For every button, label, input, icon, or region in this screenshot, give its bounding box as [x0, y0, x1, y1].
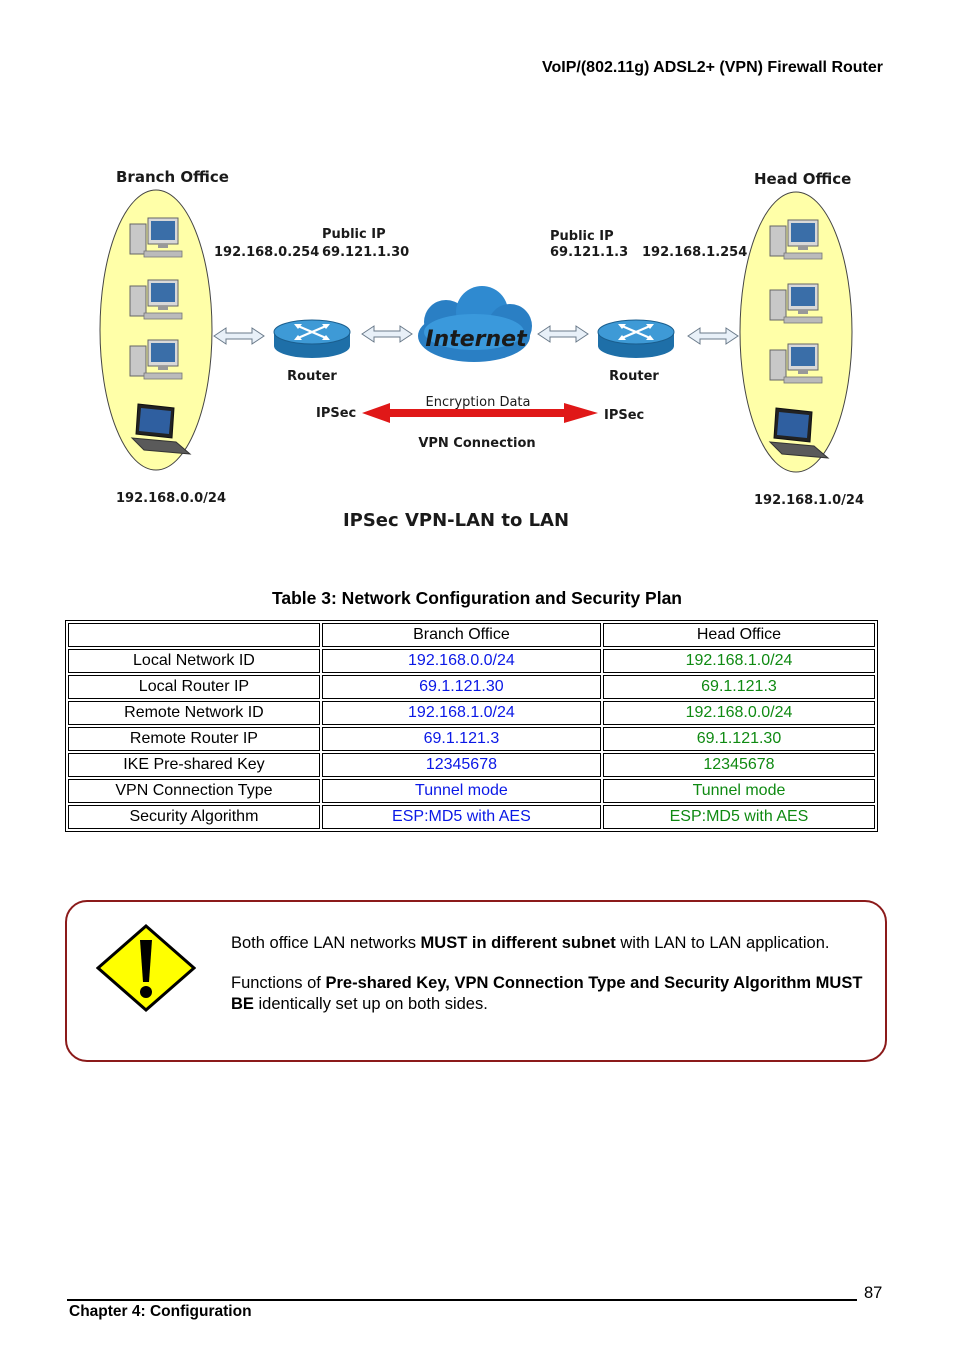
head-value: 12345678 [602, 753, 875, 777]
header-cell: Branch Office [321, 623, 601, 647]
branch-lan-arrow-icon [213, 327, 265, 345]
head-value: 192.168.0.0/24 [602, 701, 875, 725]
vpn-network-diagram: Internet Branch Office Head Office 192.1… [90, 160, 870, 550]
note-text: Both office LAN networks MUST in differe… [231, 933, 881, 1034]
branch-value: ESP:MD5 with AES [321, 805, 601, 829]
table-row: IKE Pre-shared Key 12345678 12345678 [68, 753, 875, 777]
row-label: Local Router IP [68, 675, 320, 699]
table-row: VPN Connection Type Tunnel mode Tunnel m… [68, 779, 875, 803]
head-public-ip: 69.121.1.3 [550, 245, 628, 260]
header-cell: Head Office [602, 623, 875, 647]
head-pc-1-icon [769, 219, 823, 260]
branch-router-label: Router [287, 369, 337, 384]
head-internet-arrow-icon [537, 325, 589, 343]
diagram-title: IPSec VPN-LAN to LAN [343, 510, 569, 531]
head-office-label: Head Office [754, 170, 851, 188]
branch-office-label: Branch Office [116, 168, 229, 186]
encryption-arrow-icon [362, 403, 598, 423]
note-box [65, 900, 887, 1062]
branch-value: 12345678 [321, 753, 601, 777]
head-lan-ip: 192.168.1.254 [642, 245, 747, 260]
branch-pc-1-icon [129, 217, 183, 258]
branch-value: 192.168.0.0/24 [321, 649, 601, 673]
branch-value: 192.168.1.0/24 [321, 701, 601, 725]
branch-internet-arrow-icon [361, 325, 413, 343]
note-bold-run: MUST in different subnet [420, 934, 616, 952]
encryption-data-label: Encryption Data [426, 395, 531, 410]
header-cell [68, 623, 320, 647]
head-public-ip-label: Public IP [550, 229, 614, 244]
branch-value: Tunnel mode [321, 779, 601, 803]
head-value: 69.1.121.30 [602, 727, 875, 751]
table-header-row: Branch Office Head Office [68, 623, 875, 647]
row-label: VPN Connection Type [68, 779, 320, 803]
note-paragraph-1: Both office LAN networks MUST in differe… [231, 933, 881, 954]
note-text-run: with LAN to LAN application. [615, 934, 830, 952]
network-config-table: Branch Office Head Office Local Network … [65, 620, 878, 832]
branch-ipsec-label: IPSec [316, 406, 356, 421]
branch-value: 69.1.121.3 [321, 727, 601, 751]
branch-router-icon [272, 318, 352, 360]
row-label: Security Algorithm [68, 805, 320, 829]
row-label: Local Network ID [68, 649, 320, 673]
table-row: Remote Router IP 69.1.121.3 69.1.121.30 [68, 727, 875, 751]
footer-divider [67, 1299, 857, 1301]
note-bold-run: Pre-shared Key, VPN Connection Type and … [231, 974, 863, 1013]
head-router-icon [596, 318, 676, 360]
table-row: Security Algorithm ESP:MD5 with AES ESP:… [68, 805, 875, 829]
row-label: IKE Pre-shared Key [68, 753, 320, 777]
row-label: Remote Router IP [68, 727, 320, 751]
head-router-label: Router [609, 369, 659, 384]
branch-value: 69.1.121.30 [321, 675, 601, 699]
branch-network-label: 192.168.0.0/24 [116, 491, 226, 506]
branch-public-ip: 69.121.1.30 [322, 245, 409, 260]
head-value: 192.168.1.0/24 [602, 649, 875, 673]
internet-cloud-icon [418, 286, 532, 362]
head-pc-2-icon [769, 283, 823, 324]
table-row: Local Network ID 192.168.0.0/24 192.168.… [68, 649, 875, 673]
head-ipsec-label: IPSec [604, 408, 644, 423]
footer-chapter: Chapter 4: Configuration [69, 1303, 252, 1320]
note-text-run: identically set up on both sides. [253, 995, 488, 1013]
note-text-run: Both office LAN networks [231, 934, 421, 952]
branch-pc-2-icon [129, 279, 183, 320]
table-caption: Table 3: Network Configuration and Secur… [271, 588, 682, 608]
branch-pc-3-icon [129, 339, 183, 380]
head-lan-arrow-icon [687, 327, 739, 345]
table-row: Local Router IP 69.1.121.30 69.1.121.3 [68, 675, 875, 699]
internet-label: Internet [425, 327, 528, 352]
vpn-connection-label: VPN Connection [418, 436, 535, 451]
head-network-label: 192.168.1.0/24 [754, 493, 864, 508]
table-row: Remote Network ID 192.168.1.0/24 192.168… [68, 701, 875, 725]
row-label: Remote Network ID [68, 701, 320, 725]
head-value: Tunnel mode [602, 779, 875, 803]
head-pc-3-icon [769, 343, 823, 384]
branch-lan-ip: 192.168.0.254 [214, 245, 319, 260]
note-text-run: Functions of [231, 974, 326, 992]
warning-icon [95, 924, 197, 1012]
page-number: 87 [864, 1284, 883, 1302]
head-value: ESP:MD5 with AES [602, 805, 875, 829]
branch-public-ip-label: Public IP [322, 227, 386, 242]
note-paragraph-2: Functions of Pre-shared Key, VPN Connect… [231, 973, 881, 1015]
page-header-title: VoIP/(802.11g) ADSL2+ (VPN) Firewall Rou… [542, 59, 883, 76]
head-value: 69.1.121.3 [602, 675, 875, 699]
